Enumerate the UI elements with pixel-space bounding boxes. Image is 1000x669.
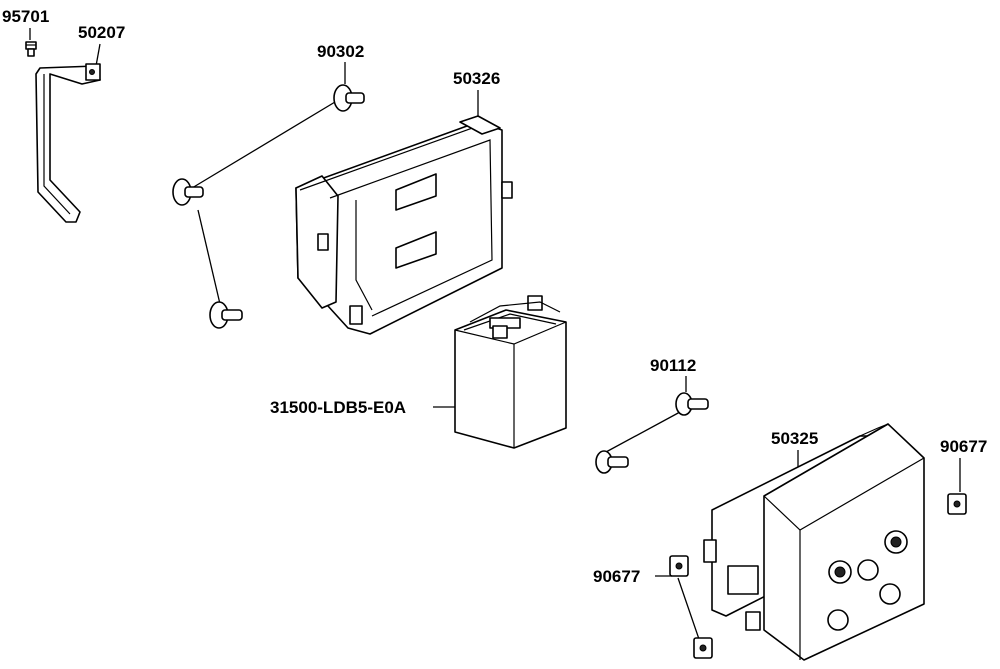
battery-icon	[454, 295, 567, 449]
label-31500: 31500-LDB5-E0A	[270, 398, 406, 417]
battery-cover-icon	[703, 423, 925, 661]
label-50325: 50325	[771, 429, 818, 448]
clip-nut-icon	[669, 555, 713, 659]
label-50207: 50207	[78, 23, 125, 42]
label-90677-left: 90677	[593, 567, 640, 586]
label-90677-right: 90677	[940, 437, 987, 456]
rubber-mount-icon	[172, 84, 365, 329]
label-50326: 50326	[453, 69, 500, 88]
leader-lines	[29, 28, 961, 577]
clip-nut-icon	[947, 493, 967, 515]
label-90302: 90302	[317, 42, 364, 61]
screw-icon	[595, 392, 709, 474]
battery-tray-icon	[295, 115, 513, 335]
label-90112: 90112	[650, 356, 696, 375]
label-95701: 95701	[2, 7, 49, 26]
bracket-icon	[35, 63, 101, 223]
bolt-icon	[25, 41, 37, 57]
